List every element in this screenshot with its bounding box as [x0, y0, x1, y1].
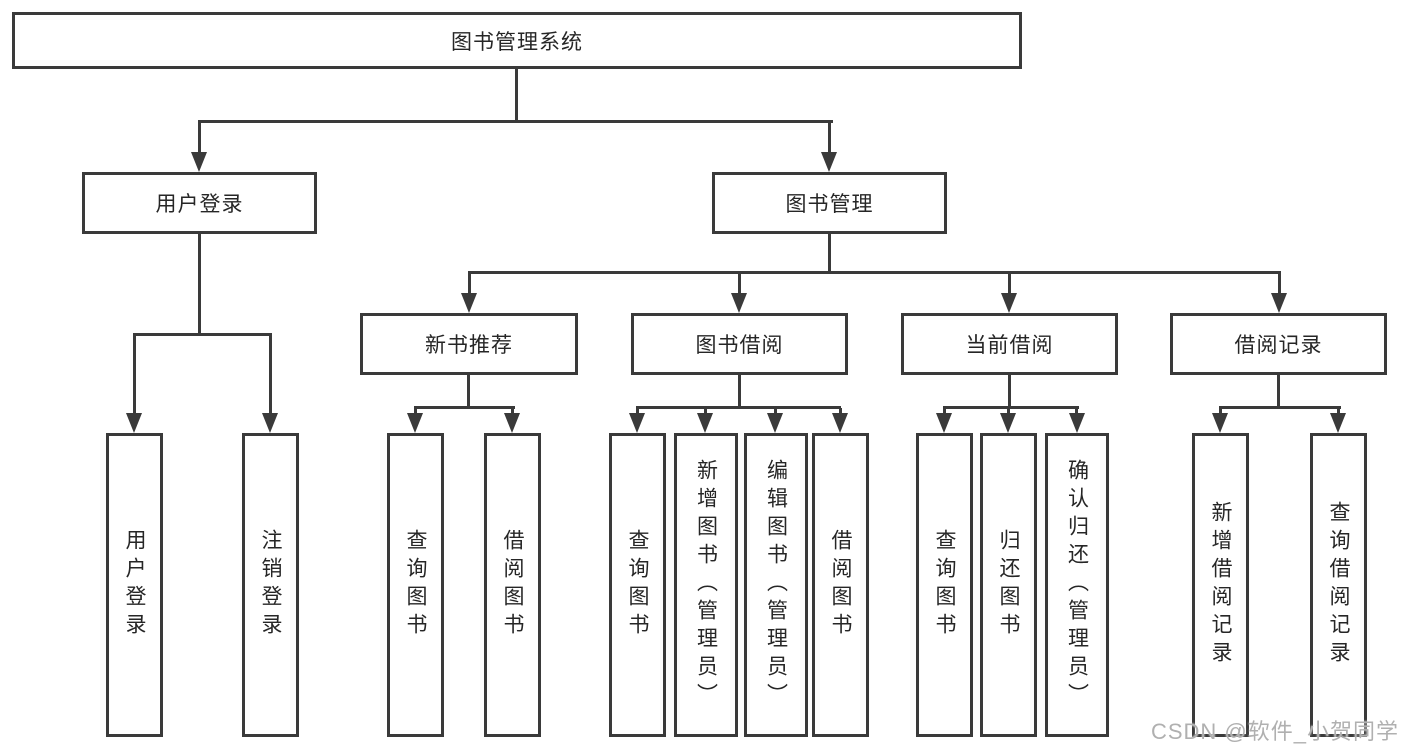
connector-newbook-stem-2 [511, 408, 514, 416]
connector-newbook-hline [414, 406, 515, 409]
leaf-records-query-record: 查询借阅记录 [1310, 433, 1367, 737]
leaf-current-return-books: 归还图书 [980, 433, 1037, 737]
connector-userlogin-hline [133, 333, 272, 336]
connector-bookmgmt-vline [828, 234, 831, 274]
connector-borrow-stem-4 [839, 408, 842, 416]
connector-bookmgmt-stem-2 [738, 273, 741, 295]
arrowhead-cb-return [1000, 413, 1016, 433]
connector-records-stem-1 [1219, 408, 1222, 416]
arrowhead-user-login [191, 152, 207, 172]
arrowhead-current-borrow [1001, 293, 1017, 313]
node-current-borrow: 当前借阅 [901, 313, 1118, 375]
node-library-system: 图书管理系统 [12, 12, 1022, 69]
arrowhead-nb-query [407, 413, 423, 433]
connector-bookmgmt-hline [468, 271, 1281, 274]
connector-current-vline [1008, 375, 1011, 409]
arrowhead-cb-confirm [1069, 413, 1085, 433]
arrowhead-rec-query [1330, 413, 1346, 433]
node-book-management: 图书管理 [712, 172, 947, 234]
leaf-borrow-edit-books-admin: 编辑图书（管理员） [744, 433, 808, 737]
connector-bookmgmt-stem-3 [1008, 273, 1011, 295]
connector-current-stem-3 [1075, 408, 1078, 416]
arrowhead-bb-borrow [832, 413, 848, 433]
leaf-user-login: 用户登录 [106, 433, 163, 737]
leaf-current-confirm-return-admin: 确认归还（管理员） [1045, 433, 1109, 737]
connector-userlogin-vline [198, 234, 201, 335]
connector-records-vline [1277, 375, 1280, 409]
arrowhead-leaf-logout [262, 413, 278, 433]
arrowhead-bb-add [697, 413, 713, 433]
connector-borrow-stem-1 [636, 408, 639, 416]
node-book-borrow: 图书借阅 [631, 313, 848, 375]
connector-bookmgmt-stem-4 [1278, 273, 1281, 295]
connector-borrow-hline [636, 406, 841, 409]
connector-root-vline [515, 68, 518, 122]
node-user-login: 用户登录 [82, 172, 317, 234]
arrowhead-book-management [821, 152, 837, 172]
node-new-book-recommend: 新书推荐 [360, 313, 578, 375]
leaf-current-query-books: 查询图书 [916, 433, 973, 737]
connector-root-hline [198, 120, 833, 123]
arrowhead-bb-query [629, 413, 645, 433]
leaf-logout-login: 注销登录 [242, 433, 299, 737]
connector-borrow-vline [738, 375, 741, 409]
connector-records-stem-2 [1337, 408, 1340, 416]
connector-records-hline [1219, 406, 1341, 409]
node-borrow-records: 借阅记录 [1170, 313, 1387, 375]
connector-current-hline [943, 406, 1079, 409]
connector-borrow-stem-3 [774, 408, 777, 416]
arrowhead-borrow-records [1271, 293, 1287, 313]
leaf-newbook-query-books: 查询图书 [387, 433, 444, 737]
connector-newbook-stem-1 [414, 408, 417, 416]
connector-borrow-stem-2 [704, 408, 707, 416]
arrowhead-rec-add [1212, 413, 1228, 433]
connector-newbook-vline [467, 375, 470, 409]
connector-current-stem-2 [1007, 408, 1010, 416]
connector-userlogin-stem-1 [133, 335, 136, 414]
leaf-records-add-record: 新增借阅记录 [1192, 433, 1249, 737]
arrowhead-cb-query [936, 413, 952, 433]
arrowhead-bb-edit [767, 413, 783, 433]
leaf-newbook-borrow-books: 借阅图书 [484, 433, 541, 737]
connector-userlogin-stem-2 [269, 335, 272, 414]
arrowhead-new-book [461, 293, 477, 313]
arrowhead-nb-borrow [504, 413, 520, 433]
connector-root-stem-right [828, 122, 831, 154]
arrowhead-book-borrow [731, 293, 747, 313]
connector-bookmgmt-stem-1 [468, 273, 471, 295]
leaf-borrow-add-books-admin: 新增图书（管理员） [674, 433, 738, 737]
connector-current-stem-1 [943, 408, 946, 416]
arrowhead-leaf-user-login [126, 413, 142, 433]
connector-root-stem-left [198, 122, 201, 154]
csdn-watermark: CSDN @软件_小贺同学 [1150, 719, 1399, 744]
leaf-borrow-borrow-books: 借阅图书 [812, 433, 869, 737]
leaf-borrow-query-books: 查询图书 [609, 433, 666, 737]
